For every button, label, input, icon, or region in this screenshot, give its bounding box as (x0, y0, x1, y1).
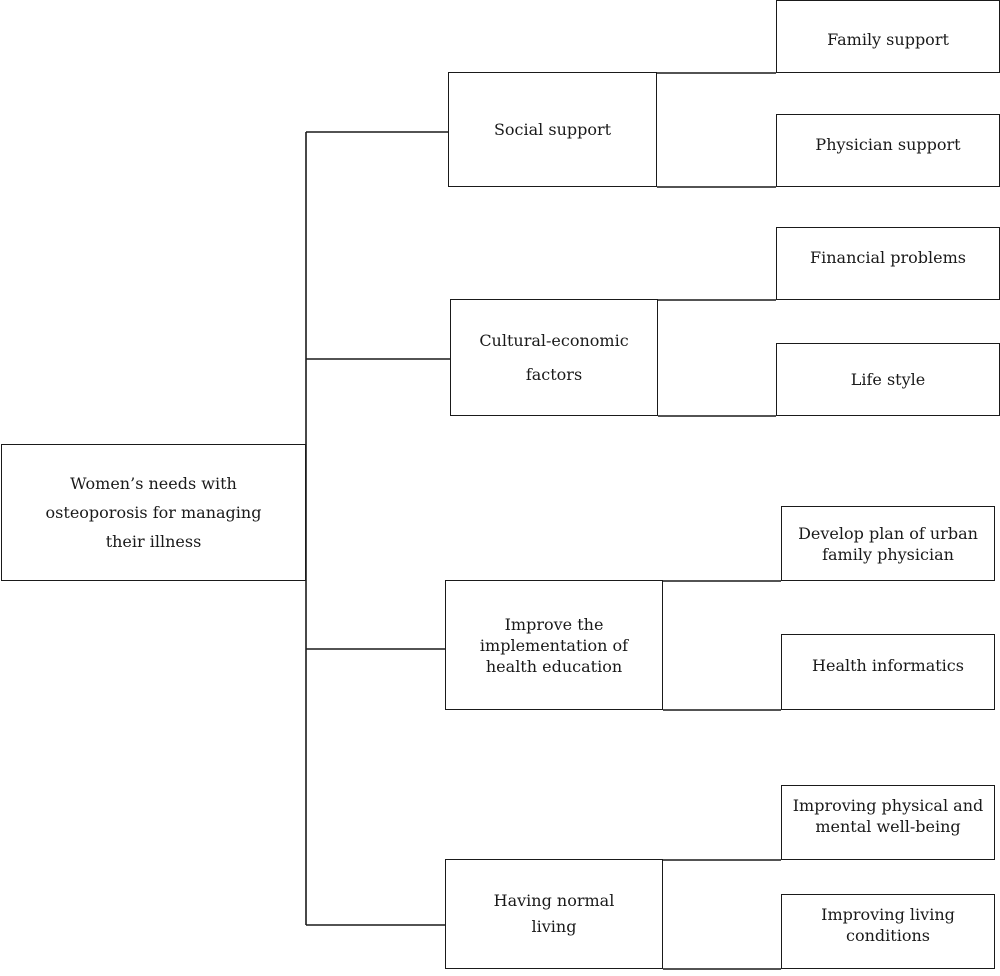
leaf-label: Physician support (815, 135, 961, 154)
group-label: Cultural-economic factors (479, 330, 629, 384)
leaf-node-financial-problems: Financial problems (776, 227, 1000, 300)
group-node-social-support: Social support (448, 72, 657, 187)
leaf-label: Improving living conditions (821, 905, 955, 945)
leaf-label: Develop plan of urban family physician (798, 523, 978, 564)
leaf-label: Improving physical and mental well-being (792, 796, 984, 836)
leaf-label: Family support (827, 30, 949, 49)
leaf-label: Life style (850, 370, 926, 389)
root-node: Women’s needs with osteoporosis for mana… (1, 444, 306, 581)
leaf-node-living-conditions: Improving living conditions (781, 894, 995, 969)
group-label: Social support (493, 120, 612, 139)
leaf-label: Health informatics (812, 656, 964, 675)
leaf-node-family-support: Family support (776, 0, 1000, 73)
group-label: Having normal living (493, 891, 615, 936)
group-node-cultural-economic: Cultural-economic factors (450, 299, 658, 416)
group-node-health-education: Improve the implementation of health edu… (445, 580, 663, 710)
group-label: Improve the implementation of health edu… (479, 614, 629, 676)
leaf-node-physical-mental-well-being: Improving physical and mental well-being (781, 785, 995, 860)
group-node-normal-living: Having normal living (445, 859, 663, 969)
leaf-node-urban-family-physician: Develop plan of urban family physician (781, 506, 995, 581)
leaf-node-physician-support: Physician support (776, 114, 1000, 187)
leaf-label: Financial problems (810, 248, 966, 267)
root-label: Women’s needs with osteoporosis for mana… (45, 474, 262, 551)
leaf-node-life-style: Life style (776, 343, 1000, 416)
leaf-node-health-informatics: Health informatics (781, 634, 995, 710)
